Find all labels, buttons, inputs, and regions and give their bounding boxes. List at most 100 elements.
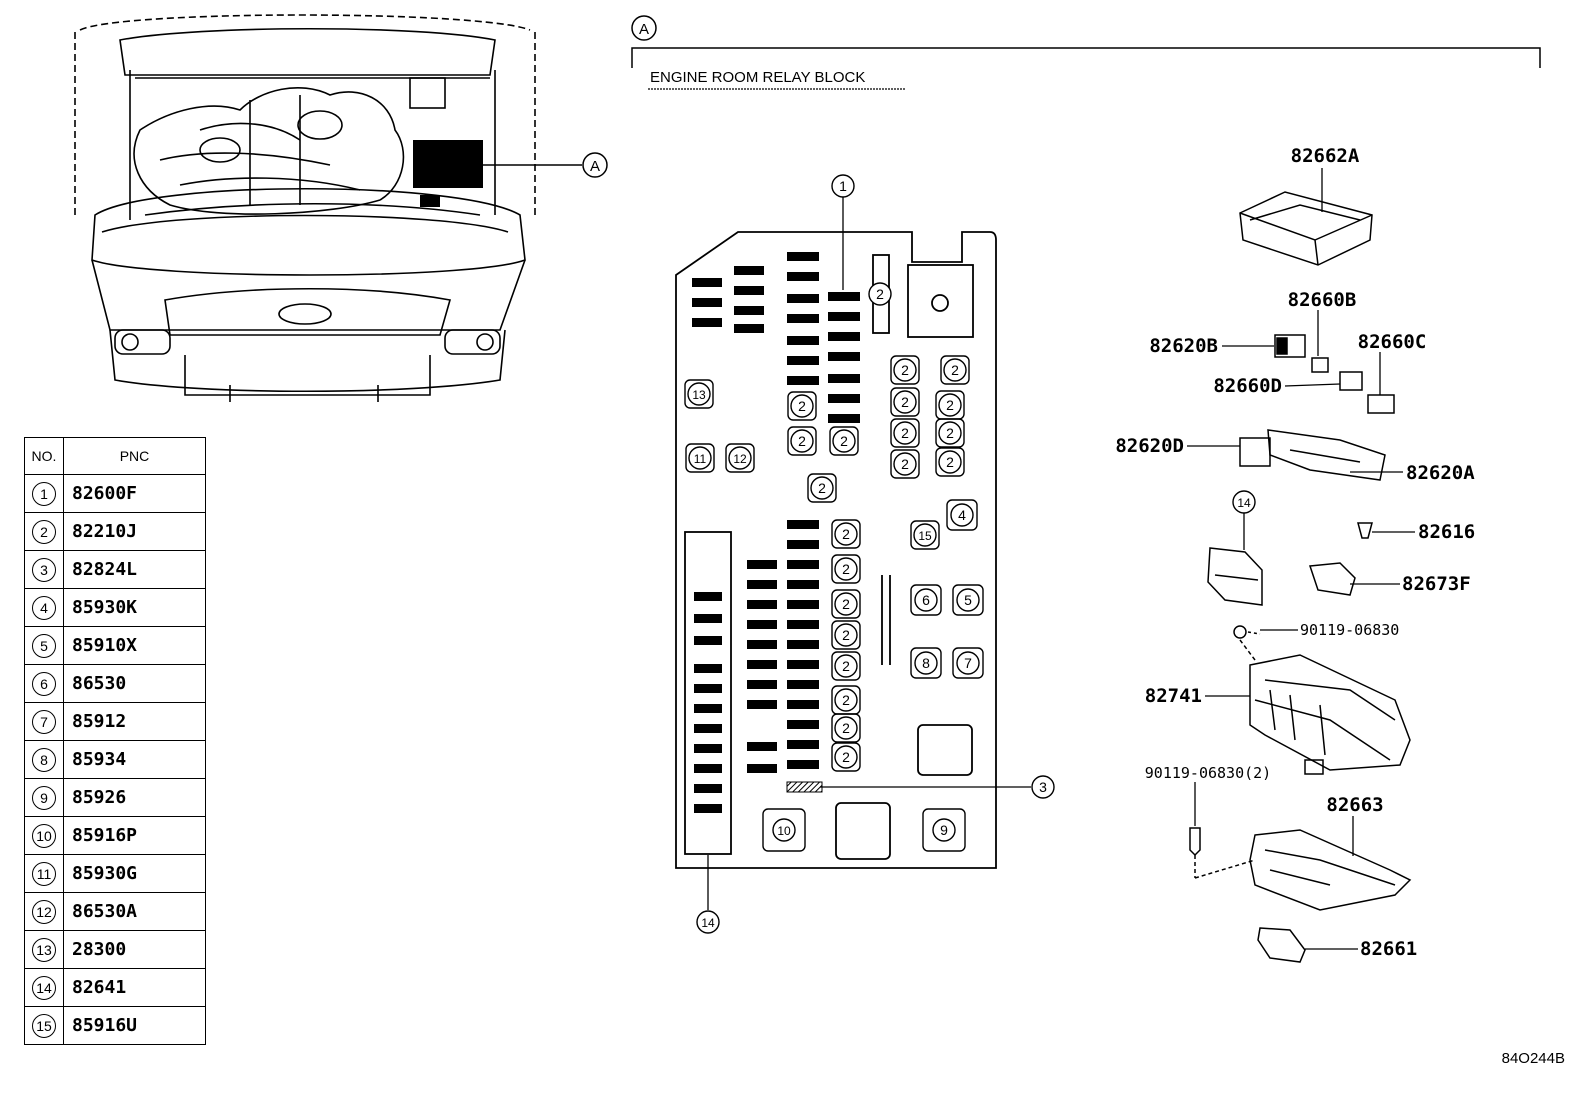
fuse-slot <box>828 352 860 361</box>
svg-text:2: 2 <box>842 526 850 542</box>
svg-text:2: 2 <box>842 720 850 736</box>
fuse-slot <box>787 660 819 669</box>
fuse-slot <box>787 314 819 323</box>
fuse-slot <box>694 684 722 693</box>
table-row: 6 86530 <box>24 664 206 703</box>
callout-2: 2 <box>831 519 861 549</box>
row-pnc: 82210J <box>63 512 206 551</box>
part-label-82660C: 82660C <box>1358 331 1427 353</box>
callout-2: 2 <box>787 391 817 421</box>
row-number-circle: 4 <box>32 595 56 620</box>
row-number-circle: 6 <box>32 671 56 696</box>
svg-text:2: 2 <box>951 362 959 378</box>
row-number: 15 <box>24 1006 64 1045</box>
fuse-slot <box>692 298 722 307</box>
part-label-82662A: 82662A <box>1291 145 1360 167</box>
row-number: 7 <box>24 702 64 741</box>
svg-text:2: 2 <box>946 397 954 413</box>
part-label-82661: 82661 <box>1360 938 1417 960</box>
row-number-circle: 11 <box>32 861 56 886</box>
row-pnc: 86530 <box>63 664 206 703</box>
row-number-circle: 12 <box>32 899 56 924</box>
row-pnc: 85934 <box>63 740 206 779</box>
fuse-slot <box>787 252 819 261</box>
view-marker-a-header: A <box>631 15 657 41</box>
part-label-82620D: 82620D <box>1115 435 1184 457</box>
svg-text:2: 2 <box>818 480 826 496</box>
relay-block-outline <box>675 231 997 869</box>
row-pnc: 85910X <box>63 626 206 665</box>
row-number-circle: 2 <box>32 519 56 544</box>
svg-text:7: 7 <box>964 655 972 671</box>
svg-text:4: 4 <box>958 507 966 523</box>
part-label-82620A: 82620A <box>1406 462 1475 484</box>
leader-lines <box>707 168 1415 950</box>
svg-text:9: 9 <box>940 822 948 838</box>
row-number: 13 <box>24 930 64 969</box>
row-number: 5 <box>24 626 64 665</box>
fuse-slot <box>787 560 819 569</box>
fuse-slot <box>787 376 819 385</box>
fuse-slot <box>694 704 722 713</box>
callout-4: 4 <box>946 499 978 531</box>
svg-text:14: 14 <box>701 916 715 930</box>
vehicle-front-illustration <box>74 14 536 402</box>
svg-text:1: 1 <box>839 178 847 194</box>
row-pnc: 85930G <box>63 854 206 893</box>
table-row: 2 82210J <box>24 512 206 551</box>
row-pnc: 85930K <box>63 588 206 627</box>
svg-text:2: 2 <box>798 433 806 449</box>
callout-2: 2 <box>890 418 920 448</box>
callout-2: 2 <box>831 589 861 619</box>
svg-text:A: A <box>639 21 649 38</box>
section-label: ENGINE ROOM RELAY BLOCK <box>650 69 865 86</box>
row-number: 4 <box>24 588 64 627</box>
part-label-90119-06830(2): 90119-06830(2) <box>1145 764 1271 782</box>
col-no-header: NO. <box>24 437 64 475</box>
svg-text:2: 2 <box>842 692 850 708</box>
fuse-slot <box>787 600 819 609</box>
svg-text:2: 2 <box>842 749 850 765</box>
callout-2: 2 <box>935 418 965 448</box>
svg-text:2: 2 <box>901 394 909 410</box>
callout-14: 14 <box>1232 490 1256 514</box>
fuse-slot <box>787 294 819 303</box>
fuse-slot <box>734 324 764 333</box>
callout-1: 1 <box>831 174 855 198</box>
callout-15: 15 <box>910 520 940 550</box>
row-pnc: 85926 <box>63 778 206 817</box>
fuse-slot <box>787 640 819 649</box>
fuse-slot <box>734 286 764 295</box>
callout-13: 13 <box>684 379 714 409</box>
fuse-slot <box>787 760 819 769</box>
svg-text:2: 2 <box>901 425 909 441</box>
fuse-slot <box>828 312 860 321</box>
callout-2: 2 <box>935 447 965 477</box>
part-label-82673F: 82673F <box>1402 573 1471 595</box>
svg-text:10: 10 <box>777 824 791 838</box>
callout-2: 2 <box>787 426 817 456</box>
row-number-circle: 1 <box>32 481 56 506</box>
fuse-slot <box>734 306 764 315</box>
callout-14: 14 <box>696 910 720 934</box>
table-row: 11 85930G <box>24 854 206 893</box>
part-label-82620B: 82620B <box>1149 335 1218 357</box>
fuse-slot <box>828 374 860 383</box>
row-pnc: 28300 <box>63 930 206 969</box>
row-number-circle: 7 <box>32 709 56 734</box>
row-pnc: 85916U <box>63 1006 206 1045</box>
figure-code: 84O244B <box>1502 1050 1565 1067</box>
fuse-slot <box>747 580 777 589</box>
row-number: 12 <box>24 892 64 931</box>
pnc-table-header: NO. PNC <box>24 437 206 475</box>
row-number-circle: 8 <box>32 747 56 772</box>
svg-text:2: 2 <box>798 398 806 414</box>
hatched-fuse-part3 <box>786 781 823 793</box>
fuse-slot <box>787 720 819 729</box>
